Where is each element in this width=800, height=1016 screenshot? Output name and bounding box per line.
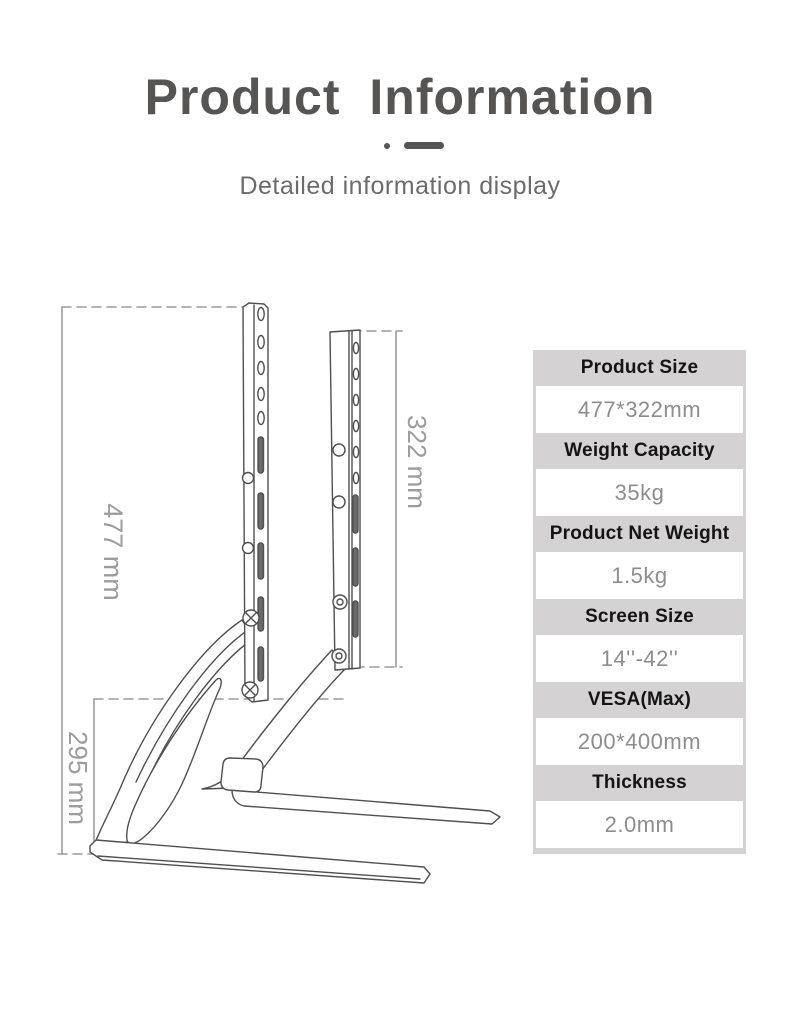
dimension-lines bbox=[61, 306, 397, 855]
spec-header-product-size: Product Size bbox=[533, 350, 746, 386]
dimension-labels: 477 mm 295 mm 322 mm bbox=[63, 415, 432, 825]
stand-legs bbox=[89, 619, 501, 884]
spec-header-thickness: Thickness bbox=[533, 765, 746, 801]
spec-value-thickness: 2.0mm bbox=[536, 801, 743, 848]
left-bracket-screws bbox=[241, 609, 260, 699]
spec-header-weight-capacity: Weight Capacity bbox=[533, 433, 746, 469]
spec-value-screen-size: 14''-42'' bbox=[536, 635, 743, 682]
page-title: Product Information bbox=[144, 69, 656, 125]
right-bracket-holes bbox=[352, 341, 360, 485]
dim-477-label: 477 mm bbox=[98, 503, 128, 601]
left-bracket bbox=[241, 302, 269, 703]
spec-value-vesa-max: 200*400mm bbox=[536, 718, 743, 765]
dim-295-label: 295 mm bbox=[63, 731, 93, 825]
divider-dash-icon bbox=[404, 142, 444, 149]
spec-header-screen-size: Screen Size bbox=[533, 599, 746, 635]
right-bracket bbox=[329, 329, 361, 671]
dim-322-label: 322 mm bbox=[402, 415, 432, 509]
spec-header-vesa-max: VESA(Max) bbox=[533, 682, 746, 718]
right-bracket-nuts bbox=[331, 594, 348, 664]
divider-dot-icon bbox=[384, 142, 390, 149]
left-bracket-slots bbox=[257, 436, 265, 682]
spec-value-product-size: 477*322mm bbox=[536, 386, 743, 433]
spec-value-weight-capacity: 35kg bbox=[536, 469, 743, 516]
right-bracket-slots bbox=[352, 494, 359, 638]
spec-value-product-net-weight: 1.5kg bbox=[536, 552, 743, 599]
title-divider bbox=[14, 142, 800, 149]
spec-header-product-net-weight: Product Net Weight bbox=[533, 516, 746, 552]
left-bracket-holes bbox=[257, 306, 265, 426]
tv-stand-diagram: 477 mm 295 mm 322 mm bbox=[57, 302, 501, 884]
page-subtitle: Detailed information display bbox=[239, 172, 561, 200]
